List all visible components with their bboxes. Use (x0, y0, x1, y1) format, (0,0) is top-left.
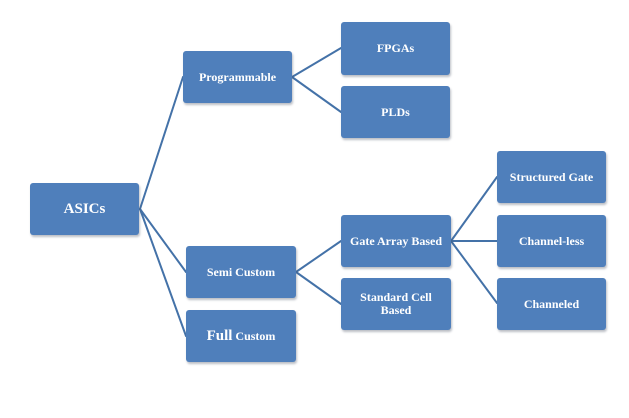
connector-gate-array-channeled (450, 240, 498, 304)
node-gate-array-based: Gate Array Based (341, 215, 451, 267)
node-programmable-label: Programmable (198, 69, 277, 84)
node-channeled: Channeled (497, 278, 606, 330)
connector-asics-programmable (139, 76, 184, 210)
node-channeled-label: Channeled (523, 296, 580, 311)
node-semi-custom: Semi Custom (186, 246, 296, 298)
node-fpgas: FPGAs (341, 22, 450, 75)
connector-asics-full-custom (139, 208, 187, 337)
node-structured-gate: Structured Gate (497, 151, 606, 203)
node-plds: PLDs (341, 86, 450, 138)
connector-gate-array-structured (450, 176, 498, 242)
node-structured-gate-label: Structured Gate (509, 169, 594, 184)
node-full-custom: Full Custom (186, 310, 296, 362)
node-programmable: Programmable (183, 51, 292, 103)
node-standard-cell-based-label: Standard Cell Based (360, 290, 432, 317)
node-plds-label: PLDs (381, 104, 410, 119)
node-standard-cell-based: Standard Cell Based (341, 278, 451, 330)
node-full-custom-label-first: Full (206, 327, 233, 344)
connector-semi-custom-gate-array (295, 240, 342, 273)
node-fpgas-label: FPGAs (376, 41, 415, 55)
node-gate-array-based-label: Gate Array Based (350, 233, 442, 248)
connector-asics-semi-custom (139, 208, 187, 273)
node-full-custom-label-rest: Custom (235, 328, 276, 343)
node-asics-label: ASICs (63, 200, 106, 217)
connector-programmable-plds (291, 76, 342, 113)
connector-semi-custom-standard-cell (295, 271, 342, 305)
node-asics: ASICs (30, 183, 139, 235)
node-channel-less: Channel-less (497, 215, 606, 267)
node-channel-less-label: Channel-less (518, 233, 585, 248)
connector-programmable-fpgas (291, 47, 342, 78)
node-semi-custom-label: Semi Custom (206, 264, 276, 279)
